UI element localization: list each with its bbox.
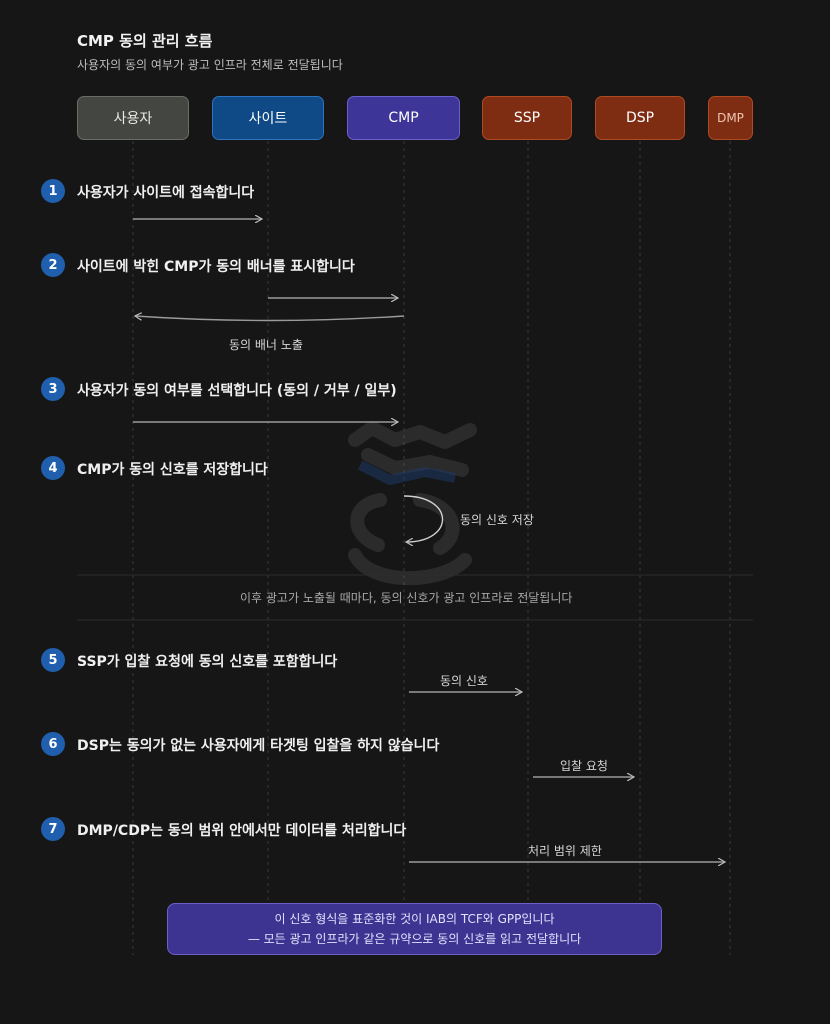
footer-line-1: 이 신호 형식을 표준화한 것이 IAB의 TCF와 GPP입니다 xyxy=(274,912,555,926)
step-1-label: 사용자가 사이트에 접속합니다 xyxy=(77,185,255,201)
lifelines xyxy=(132,141,731,955)
actor-ssp: SSP xyxy=(482,96,572,140)
message-processing-scope: 처리 범위 제한 xyxy=(528,844,602,858)
divider-note: 이후 광고가 노출될 때마다, 동의 신호가 광고 인프라로 전달됩니다 xyxy=(240,591,573,605)
actor-dmp: DMP xyxy=(708,96,753,140)
step-5-number: 5 xyxy=(41,648,65,672)
step-4-label: CMP가 동의 신호를 저장합니다 xyxy=(77,462,268,478)
actor-user: 사용자 xyxy=(77,96,189,140)
arrow-2-banner-return xyxy=(135,316,405,322)
footer-line-2: — 모든 광고 인프라가 같은 규약으로 동의 신호를 읽고 전달합니다 xyxy=(247,932,582,946)
step-7-number: 7 xyxy=(41,817,65,841)
message-consent-stored: 동의 신호 저장 xyxy=(460,513,534,527)
arrow-4-self-loop xyxy=(403,495,444,542)
message-banner-shown: 동의 배너 노출 xyxy=(229,338,303,352)
actor-cmp: CMP xyxy=(347,96,460,140)
actor-site: 사이트 xyxy=(212,96,324,140)
step-5-label: SSP가 입찰 요청에 동의 신호를 포함합니다 xyxy=(77,654,338,670)
message-bid-request: 입찰 요청 xyxy=(560,759,608,773)
step-6-number: 6 xyxy=(41,732,65,756)
message-consent-signal: 동의 신호 xyxy=(440,674,488,688)
step-4-number: 4 xyxy=(41,456,65,480)
page-title: CMP 동의 관리 흐름 xyxy=(77,32,213,50)
page-subtitle: 사용자의 동의 여부가 광고 인프라 전체로 전달됩니다 xyxy=(77,58,343,72)
step-1-number: 1 xyxy=(41,179,65,203)
step-3-label: 사용자가 동의 여부를 선택합니다 (동의 / 거부 / 일부) xyxy=(77,383,397,399)
watermark-mascot-icon xyxy=(348,421,477,586)
step-7-label: DMP/CDP는 동의 범위 안에서만 데이터를 처리합니다 xyxy=(77,823,407,839)
step-3-number: 3 xyxy=(41,377,65,401)
step-2-label: 사이트에 박힌 CMP가 동의 배너를 표시합니다 xyxy=(77,259,355,275)
step-6-label: DSP는 동의가 없는 사용자에게 타겟팅 입찰을 하지 않습니다 xyxy=(77,738,440,754)
actor-dsp: DSP xyxy=(595,96,685,140)
step-2-number: 2 xyxy=(41,253,65,277)
footer-callout: 이 신호 형식을 표준화한 것이 IAB의 TCF와 GPP입니다 — 모든 광… xyxy=(167,903,662,955)
